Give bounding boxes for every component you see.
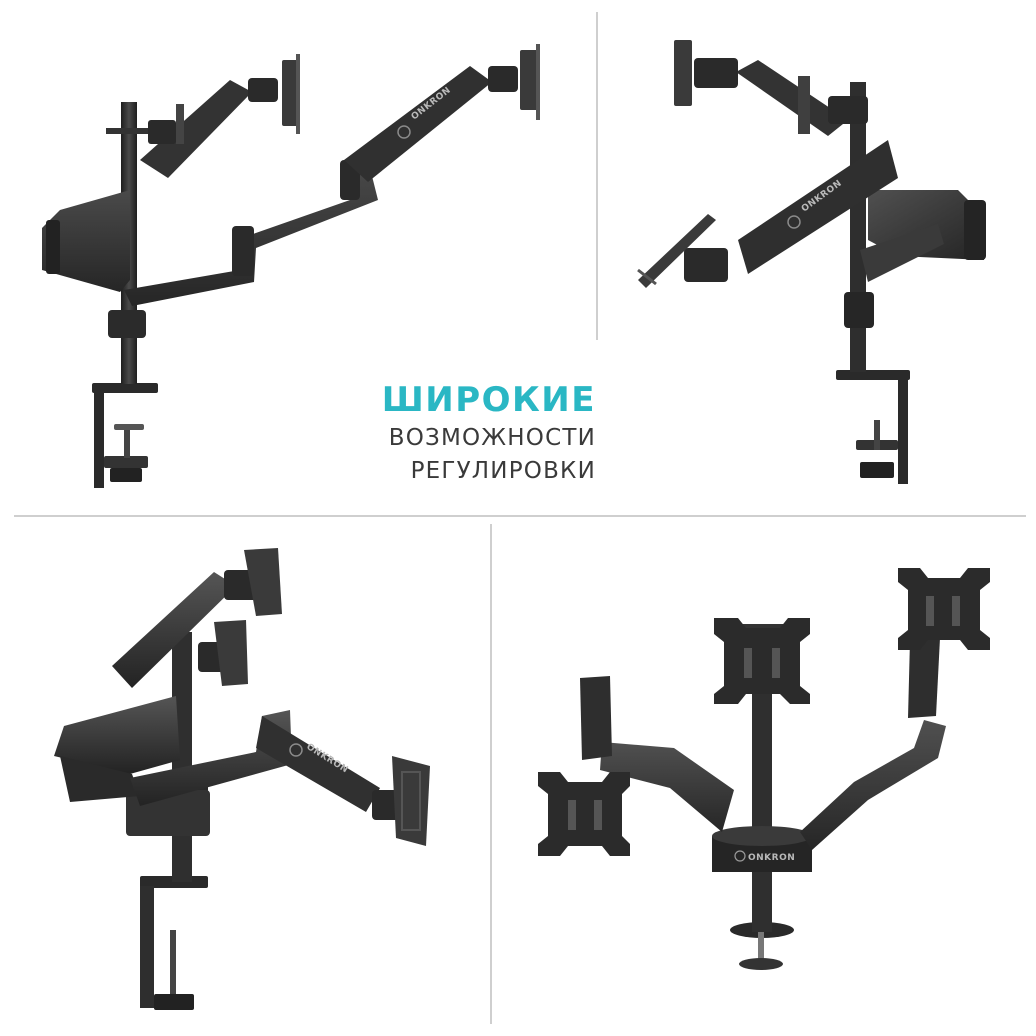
headline-line-2: ВОЗМОЖНОСТИ	[388, 425, 596, 451]
divider-vertical-bottom	[490, 524, 492, 1024]
triple-monitor-arm-icon: ONKRON	[538, 568, 990, 970]
divider-vertical-top	[596, 12, 598, 340]
panel-side-profile: ONKRON	[0, 0, 596, 510]
brand-label: ONKRON	[748, 853, 795, 863]
divider-horizontal	[14, 515, 1026, 517]
headline: ШИРОКИЕ ВОЗМОЖНОСТИ РЕГУЛИРОВКИ	[382, 378, 596, 488]
triple-monitor-arm-icon: ONKRON	[54, 548, 430, 1010]
panel-rear-angled: ONKRON	[598, 0, 1036, 510]
headline-line-3: РЕГУЛИРОВКИ	[410, 458, 596, 484]
headline-accent: ШИРОКИЕ	[381, 380, 596, 420]
triple-monitor-arm-icon: ONKRON	[42, 44, 540, 488]
triple-monitor-arm-icon: ONKRON	[637, 40, 986, 484]
panel-front-extended: ONKRON	[494, 520, 1036, 1036]
panel-three-quarter: ONKRON	[0, 520, 490, 1036]
